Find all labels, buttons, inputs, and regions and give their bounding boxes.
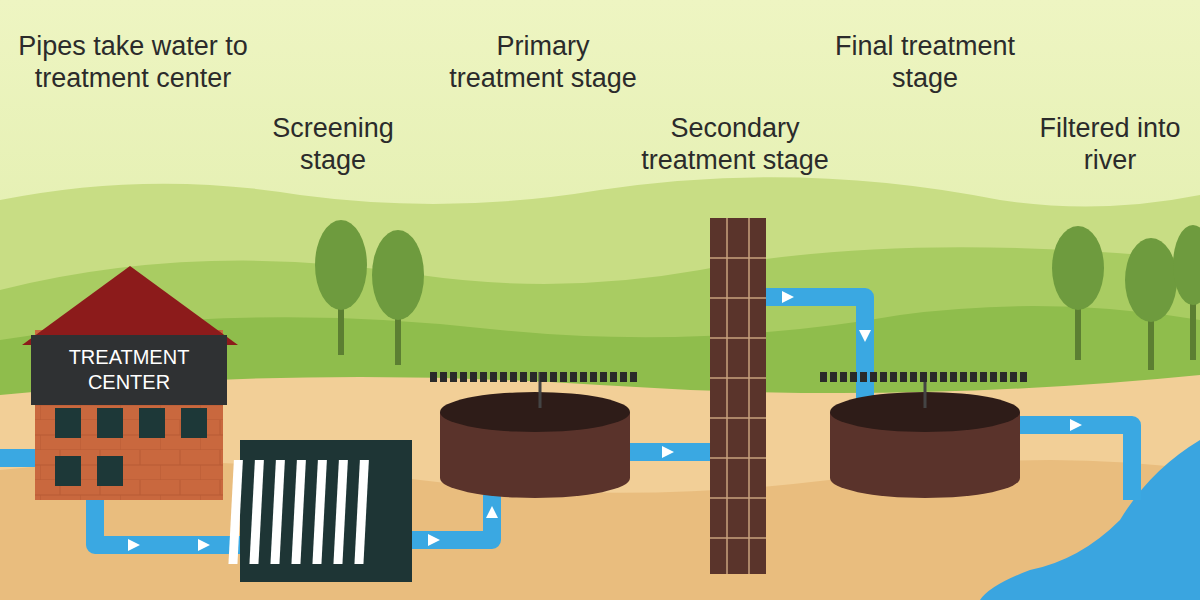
rail-segment	[880, 372, 887, 382]
far-hills	[0, 177, 1200, 600]
stage-label: Secondary treatment stage	[629, 112, 841, 177]
rail-segment	[940, 372, 947, 382]
rail-segment	[830, 372, 837, 382]
building-sign: TREATMENT CENTER	[31, 335, 227, 405]
rail-segment	[510, 372, 517, 382]
screen-bar	[249, 460, 263, 564]
near-hills	[0, 306, 1200, 600]
rail-segment	[870, 372, 877, 382]
rail-segment	[500, 372, 507, 382]
rail-segment	[440, 372, 447, 382]
pipes	[0, 297, 1132, 545]
screen	[228, 440, 412, 582]
stage-label: Final treatment stage	[823, 30, 1028, 95]
rail-segment	[900, 372, 907, 382]
rail-segment	[820, 372, 827, 382]
rail-segment	[930, 372, 937, 382]
screen-bar	[291, 460, 305, 564]
rail-segment	[560, 372, 567, 382]
rail-segment	[1020, 372, 1027, 382]
rail-segment	[610, 372, 617, 382]
rail-segment	[840, 372, 847, 382]
final-tank	[820, 372, 1027, 498]
treatment-building	[22, 266, 238, 500]
rail-segment	[970, 372, 977, 382]
stage-label: Screening stage	[258, 112, 408, 177]
rail-segment	[910, 372, 917, 382]
screen-bar	[270, 460, 284, 564]
rail-segment	[860, 372, 867, 382]
rail-segment	[540, 372, 547, 382]
rail-segment	[600, 372, 607, 382]
rail-segment	[890, 372, 897, 382]
hills	[0, 247, 1200, 600]
rail-segment	[950, 372, 957, 382]
rail-segment	[580, 372, 587, 382]
stage-label: Pipes take water to treatment center	[13, 30, 253, 95]
stage-label: Primary treatment stage	[441, 30, 646, 95]
rail-segment	[570, 372, 577, 382]
rail-segment	[850, 372, 857, 382]
rail-segment	[470, 372, 477, 382]
rail-segment	[480, 372, 487, 382]
rail-segment	[460, 372, 467, 382]
rail-segment	[1010, 372, 1017, 382]
rail-segment	[990, 372, 997, 382]
rail-segment	[620, 372, 627, 382]
sign-text: TREATMENT CENTER	[45, 345, 213, 395]
rail-segment	[550, 372, 557, 382]
rail-segment	[960, 372, 967, 382]
screen-bar	[333, 460, 347, 564]
rail-segment	[530, 372, 537, 382]
rail-segment	[980, 372, 987, 382]
rail-segment	[450, 372, 457, 382]
screen-bar	[354, 460, 368, 564]
rail-segment	[1000, 372, 1007, 382]
primary-tank	[430, 372, 637, 498]
secondary-column	[710, 218, 766, 574]
screen-bar	[228, 460, 242, 564]
rail-segment	[590, 372, 597, 382]
rail-segment	[630, 372, 637, 382]
rail-segment	[520, 372, 527, 382]
screen-bar	[312, 460, 326, 564]
rail-segment	[430, 372, 437, 382]
rail-segment	[920, 372, 927, 382]
rail-segment	[490, 372, 497, 382]
stage-label: Filtered into river	[1035, 112, 1185, 177]
